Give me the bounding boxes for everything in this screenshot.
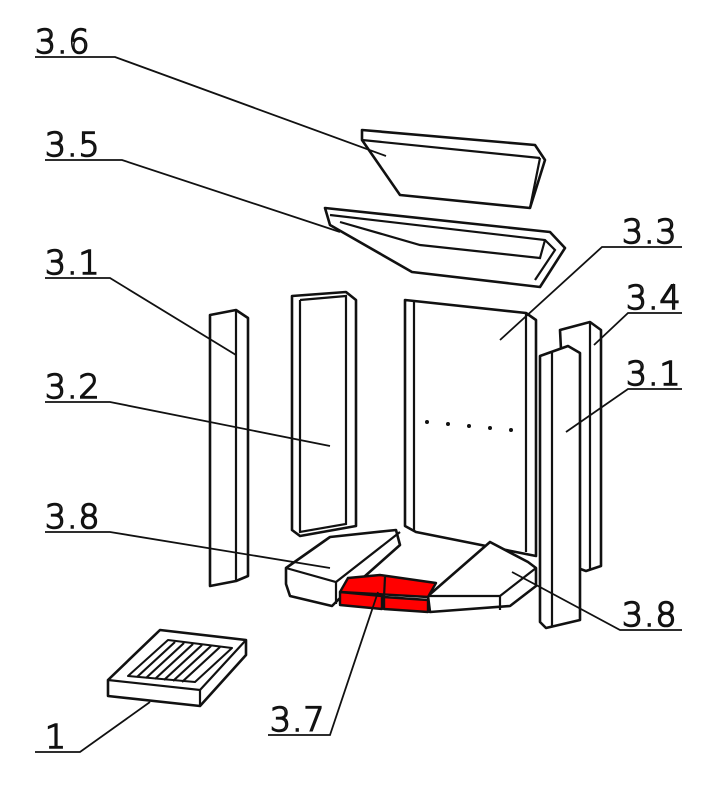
part-3-8-left-floor-brick xyxy=(284,528,402,608)
label-3-7: 3.7 xyxy=(270,700,325,739)
part-3-3-rear-panel xyxy=(403,298,538,558)
label-3-6: 3.6 xyxy=(35,22,90,61)
part-3-5-baffle xyxy=(323,206,567,289)
part-3-1-right-side-panel xyxy=(538,344,582,630)
label-3-2: 3.2 xyxy=(45,367,100,406)
part-3-8-right-floor-brick xyxy=(426,540,538,614)
grate-bars xyxy=(136,641,221,683)
part-3-6-top-plate xyxy=(360,128,547,210)
label-3-8-left: 3.8 xyxy=(45,497,100,536)
rear-panel-dots xyxy=(425,420,513,432)
label-3-3: 3.3 xyxy=(622,212,677,251)
part-3-1-left-side-panel xyxy=(208,308,250,588)
part-3-7-highlighted-bricks xyxy=(338,573,438,614)
label-3-4: 3.4 xyxy=(626,278,681,317)
label-3-5: 3.5 xyxy=(45,125,100,164)
part-1-ash-tray xyxy=(106,628,248,708)
label-3-1-right: 3.1 xyxy=(626,354,681,393)
label-3-8-right: 3.8 xyxy=(622,595,677,634)
part-3-2-left-back-panel xyxy=(290,290,358,538)
label-3-1-left: 3.1 xyxy=(45,243,100,282)
label-1: 1 xyxy=(45,717,67,756)
leader-lines xyxy=(35,56,682,753)
